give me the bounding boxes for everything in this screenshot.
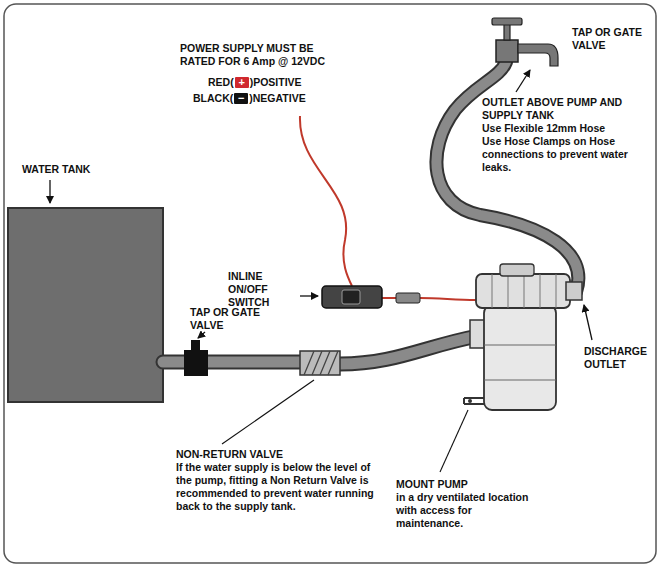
note-text: in a dry ventilated location with access… xyxy=(396,491,536,530)
wire-color-text: )NEGATIVE xyxy=(249,92,305,104)
wire-color-text: BLACK( xyxy=(193,92,233,104)
note-text: Use Hose Clamps on Hose connections to p… xyxy=(482,135,642,174)
part-label: TAP OR GATE VALVE xyxy=(190,306,280,332)
wire-color-text: )POSITIVE xyxy=(250,76,302,88)
part-label: NON-RETURN VALVE xyxy=(176,448,376,461)
part-label: WATER TANK xyxy=(22,163,122,176)
note-heading: OUTLET ABOVE PUMP AND SUPPLY TANK xyxy=(482,96,632,122)
power-supply-note: POWER SUPPLY MUST BE RATED FOR 6 Amp @ 1… xyxy=(180,42,350,68)
wire-color-row: BLACK(−)NEGATIVE xyxy=(193,92,306,105)
part-label: MOUNT PUMP xyxy=(396,478,536,491)
note-text: If the water supply is below the level o… xyxy=(176,461,376,513)
part-label: DISCHARGE OUTLET xyxy=(584,345,654,371)
wire-color-row: RED(+)POSITIVE xyxy=(208,76,302,89)
part-label: TAP OR GATE VALVE xyxy=(572,26,650,52)
wire-color-text: RED( xyxy=(208,76,234,88)
part-label: INLINE ON/OFF SWITCH xyxy=(228,270,300,309)
negative-symbol: − xyxy=(234,93,248,104)
positive-symbol: + xyxy=(235,77,249,88)
note-text: Use Flexible 12mm Hose xyxy=(482,122,642,135)
